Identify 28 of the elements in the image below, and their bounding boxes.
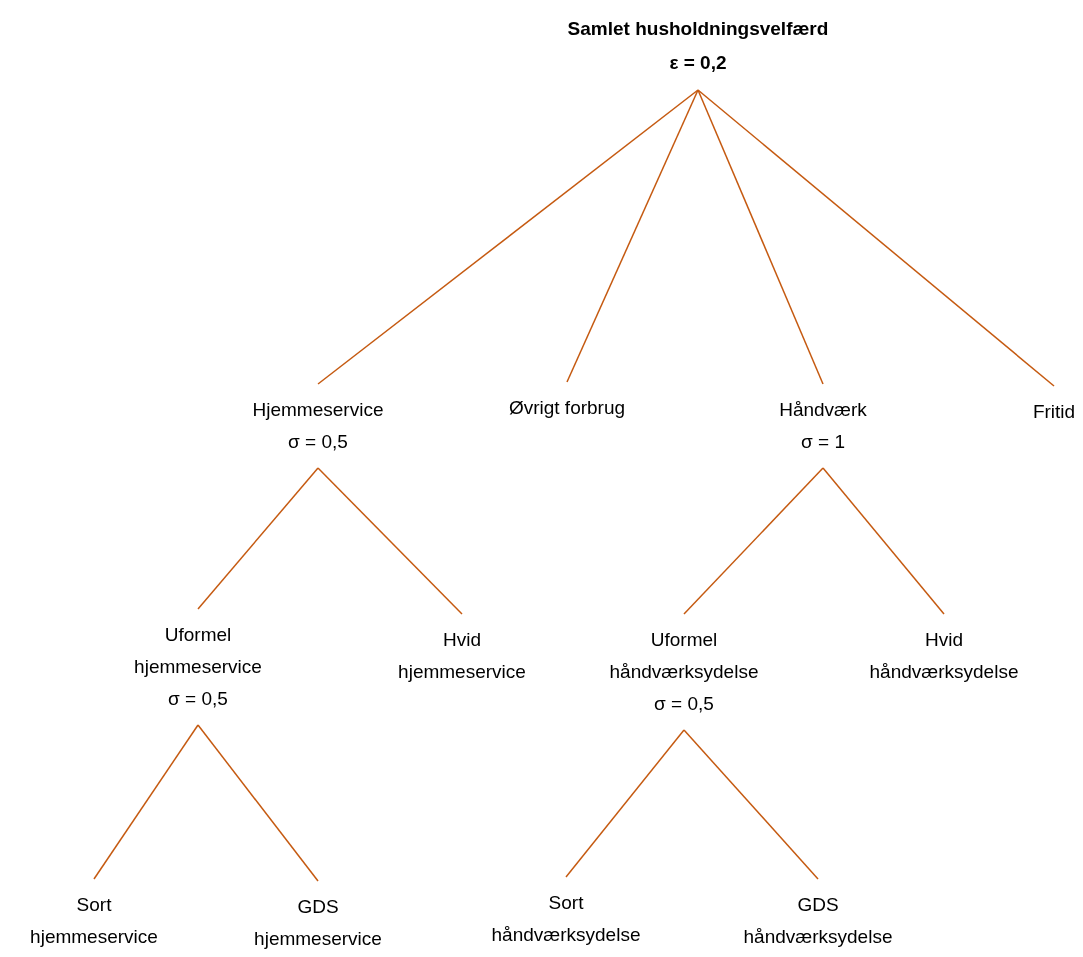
node-label: Håndværk — [778, 398, 868, 422]
parameter-label: ε = 0,2 — [668, 51, 728, 75]
tree-line — [317, 89, 699, 385]
tree-line — [697, 89, 824, 385]
node-label: Sort hjemmeservice — [29, 893, 159, 949]
node-label: Hvid hjemmeservice — [397, 628, 527, 684]
tree-line — [822, 467, 945, 615]
node-label: Hvid håndværksydelse — [868, 628, 1020, 684]
tree-line — [197, 724, 319, 882]
tree-line — [93, 724, 199, 880]
tree-line — [683, 467, 824, 615]
parameter-label: σ = 1 — [800, 430, 846, 454]
tree-line — [317, 467, 463, 615]
node-label: GDS håndværksydelse — [742, 893, 894, 949]
parameter-label: σ = 0,5 — [167, 687, 229, 711]
node-label: Hjemmeservice — [251, 398, 385, 422]
parameter-label: σ = 0,5 — [287, 430, 349, 454]
node-label: Sort håndværksydelse — [490, 891, 642, 947]
node-label: GDS hjemmeservice — [253, 895, 383, 951]
node-label: Samlet husholdningsvelfærd — [566, 17, 830, 41]
tree-line — [697, 89, 1055, 387]
tree-line — [683, 729, 819, 880]
tree-line — [566, 89, 699, 383]
tree-line — [197, 467, 319, 610]
node-label: Øvrigt forbrug — [507, 396, 627, 420]
tree-line — [565, 729, 685, 878]
parameter-label: σ = 0,5 — [653, 692, 715, 716]
node-label: Fritid — [1031, 400, 1077, 424]
